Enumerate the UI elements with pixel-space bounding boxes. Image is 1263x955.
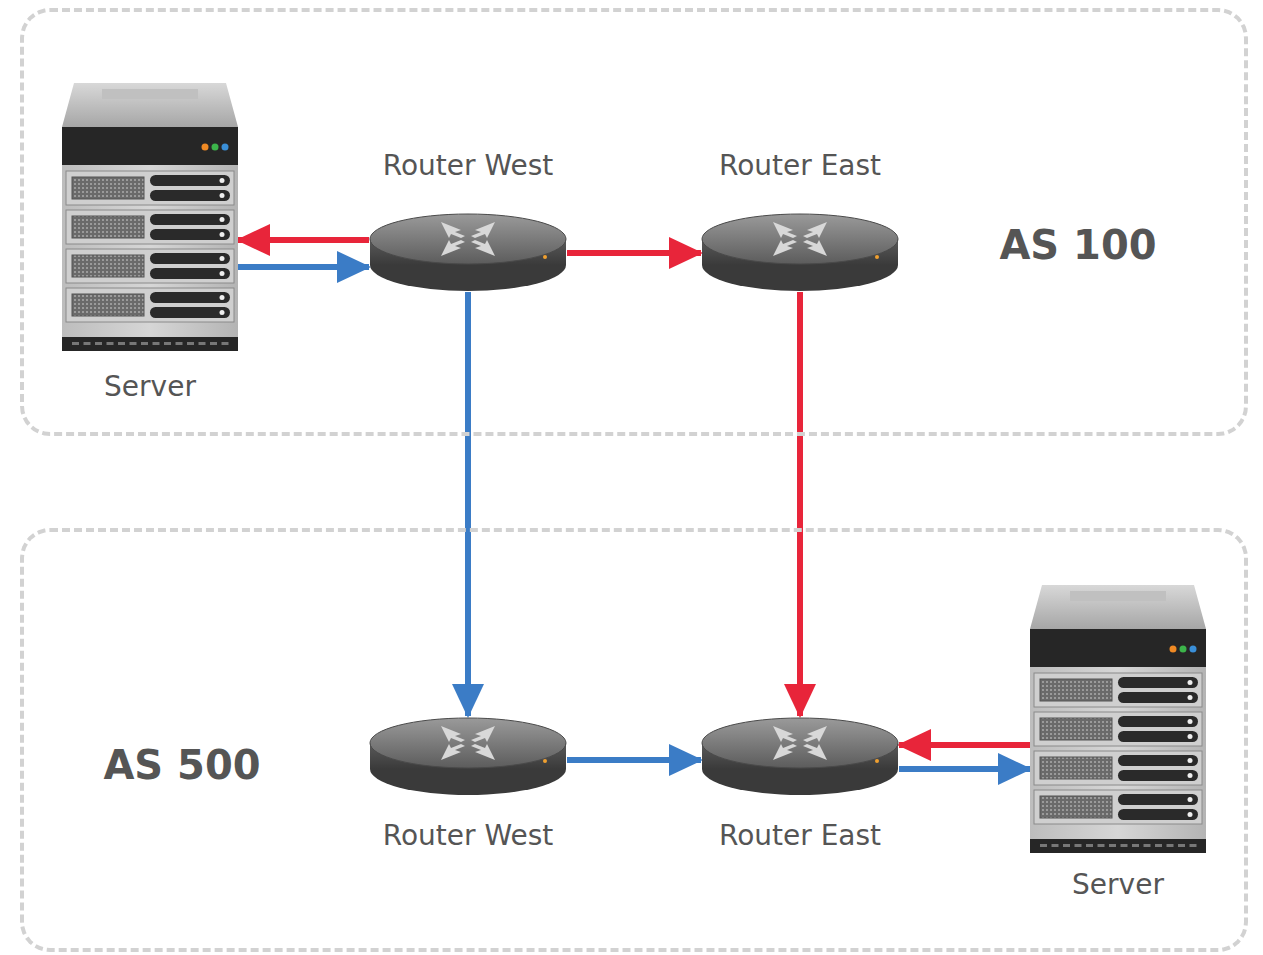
server-node: Server (1030, 585, 1206, 903)
server-node: Server (62, 83, 238, 405)
router-node: Router East (701, 148, 899, 292)
as-label: AS 100 (999, 221, 1156, 269)
router-label: Router East (719, 148, 881, 184)
link-arrow (567, 250, 701, 256)
router-icon (369, 716, 567, 796)
router-node: Router West (369, 148, 567, 292)
link-arrow (465, 292, 471, 716)
as-region: AS 100Server Router West Router East (20, 8, 1248, 436)
router-label: Router West (383, 148, 554, 184)
router-node: Router West (369, 716, 567, 854)
server-icon (62, 83, 238, 351)
link-arrow (238, 264, 369, 270)
router-icon (701, 716, 899, 796)
router-node: Router East (701, 716, 899, 854)
server-icon (1030, 585, 1206, 853)
router-label: Router East (719, 818, 881, 854)
router-icon (701, 212, 899, 292)
link-arrow (899, 766, 1030, 772)
server-label: Server (104, 369, 196, 405)
link-arrow (238, 237, 369, 243)
router-icon (369, 212, 567, 292)
link-arrow (567, 757, 701, 763)
router-label: Router West (383, 818, 554, 854)
as-label: AS 500 (103, 741, 260, 789)
link-arrow (797, 292, 803, 716)
as-region: AS 500Router West Router EastServer (20, 528, 1248, 952)
link-arrow (899, 742, 1030, 748)
server-label: Server (1072, 867, 1164, 903)
